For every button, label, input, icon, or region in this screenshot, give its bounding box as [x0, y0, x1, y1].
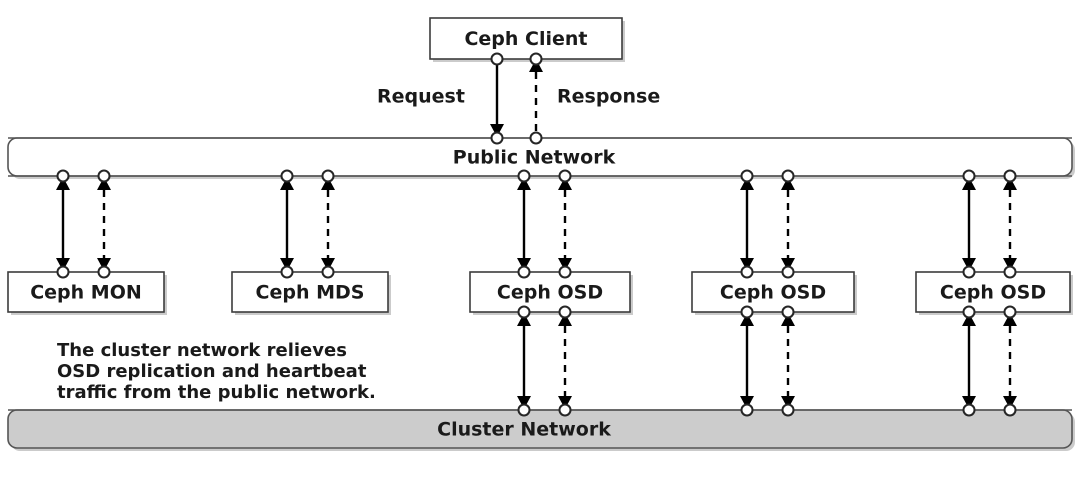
node-mds[interactable]: [231, 271, 389, 313]
mon-public-solid-head-up: [56, 177, 70, 190]
osd2-port-top-1: [781, 265, 795, 279]
node-osd3[interactable]: [915, 271, 1071, 313]
public-network-port-bottom-2: [280, 169, 294, 183]
client-request-to-public-head-down: [490, 124, 504, 137]
network-bars-layer: [7, 137, 1073, 449]
osd3-public-solid-head-up: [962, 177, 976, 190]
osd3-public-dashed-head-up: [1003, 177, 1017, 190]
osd2-public-solid-head-up: [740, 177, 754, 190]
ports-layer: [56, 52, 1017, 417]
osd1-cluster-dashed-head-up: [558, 313, 572, 326]
osd1-port-top-1: [558, 265, 572, 279]
cluster_network-label: Cluster Network: [437, 419, 611, 441]
public-network-port-bottom-8: [962, 169, 976, 183]
osd1-public-dashed-head-up: [558, 177, 572, 190]
node-mon[interactable]: [7, 271, 165, 313]
client-port-bottom-0: [490, 52, 504, 66]
osd3-cluster-dashed-head-down: [1003, 396, 1017, 409]
osd2-port-top-0: [740, 265, 754, 279]
mds-port-top-1: [321, 265, 335, 279]
cluster-network-port-top-5: [1003, 403, 1017, 417]
osd2-public-dashed-head-down: [781, 258, 795, 271]
nodes-layer: [7, 17, 1071, 313]
osd1-public-dashed-head-down: [558, 258, 572, 271]
osd3-public-solid-head-down: [962, 258, 976, 271]
public-network-port-top-0: [490, 131, 504, 145]
cluster-network-note-line-2: traffic from the public network.: [57, 382, 376, 403]
osd1-public-solid-head-down: [517, 258, 531, 271]
mon-port-top-0: [56, 265, 70, 279]
public-network-port-bottom-3: [321, 169, 335, 183]
public-network-port-top-1: [529, 131, 543, 145]
osd3-cluster-dashed-head-up: [1003, 313, 1017, 326]
cluster-network-note-line-0: The cluster network relieves: [57, 340, 347, 361]
node-osd2[interactable]: [691, 271, 855, 313]
cluster-network-port-top-3: [781, 403, 795, 417]
osd1-port-bottom-1: [558, 305, 572, 319]
links-layer: [56, 59, 1017, 409]
osd1-cluster-solid-head-down: [517, 396, 531, 409]
cluster-network-note-line-1: OSD replication and heartbeat: [57, 361, 367, 382]
cluster-network-port-top-0: [517, 403, 531, 417]
node-mds-label: Ceph MDS: [256, 282, 365, 304]
node-mon-label: Ceph MON: [30, 282, 142, 304]
osd2-port-bottom-0: [740, 305, 754, 319]
osd1-public-solid-head-up: [517, 177, 531, 190]
mon-public-dashed-head-up: [97, 177, 111, 190]
osd1-port-top-0: [517, 265, 531, 279]
osd2-port-bottom-1: [781, 305, 795, 319]
osd2-cluster-solid-head-down: [740, 396, 754, 409]
osd2-cluster-dashed-head-down: [781, 396, 795, 409]
public-network-port-bottom-0: [56, 169, 70, 183]
mds-public-solid-head-down: [280, 258, 294, 271]
mds-public-solid-head-up: [280, 177, 294, 190]
node-osd2-label: Ceph OSD: [720, 282, 826, 304]
osd3-cluster-solid-head-down: [962, 396, 976, 409]
mds-public-dashed-head-up: [321, 177, 335, 190]
cluster-network-port-top-1: [558, 403, 572, 417]
mon-public-dashed-head-down: [97, 258, 111, 271]
edge-label-response: Response: [557, 86, 660, 108]
osd1-cluster-dashed-head-down: [558, 396, 572, 409]
osd3-port-top-1: [1003, 265, 1017, 279]
osd2-public-dashed-head-up: [781, 177, 795, 190]
osd1-port-bottom-0: [517, 305, 531, 319]
osd3-port-bottom-0: [962, 305, 976, 319]
public-network-port-bottom-9: [1003, 169, 1017, 183]
public-network-port-bottom-6: [740, 169, 754, 183]
osd2-cluster-solid-head-up: [740, 313, 754, 326]
mds-port-top-0: [280, 265, 294, 279]
mon-port-top-1: [97, 265, 111, 279]
public-network-port-bottom-1: [97, 169, 111, 183]
node-osd1-label: Ceph OSD: [497, 282, 603, 304]
osd1-cluster-solid-head-up: [517, 313, 531, 326]
public-network-port-bottom-5: [558, 169, 572, 183]
public-network-port-bottom-4: [517, 169, 531, 183]
osd3-port-top-0: [962, 265, 976, 279]
node-client-label: Ceph Client: [464, 28, 587, 50]
cluster-network-port-top-2: [740, 403, 754, 417]
cluster-network-port-top-4: [962, 403, 976, 417]
client-port-bottom-1: [529, 52, 543, 66]
public-network-port-bottom-7: [781, 169, 795, 183]
osd2-public-solid-head-down: [740, 258, 754, 271]
osd2-cluster-dashed-head-up: [781, 313, 795, 326]
edge-label-request: Request: [377, 86, 465, 108]
node-osd3-label: Ceph OSD: [940, 282, 1046, 304]
node-client[interactable]: [429, 17, 623, 60]
osd3-public-dashed-head-down: [1003, 258, 1017, 271]
osd3-port-bottom-1: [1003, 305, 1017, 319]
mon-public-solid-head-down: [56, 258, 70, 271]
osd3-cluster-solid-head-up: [962, 313, 976, 326]
mds-public-dashed-head-down: [321, 258, 335, 271]
node-osd1[interactable]: [469, 271, 631, 313]
public_network-label: Public Network: [453, 147, 616, 169]
